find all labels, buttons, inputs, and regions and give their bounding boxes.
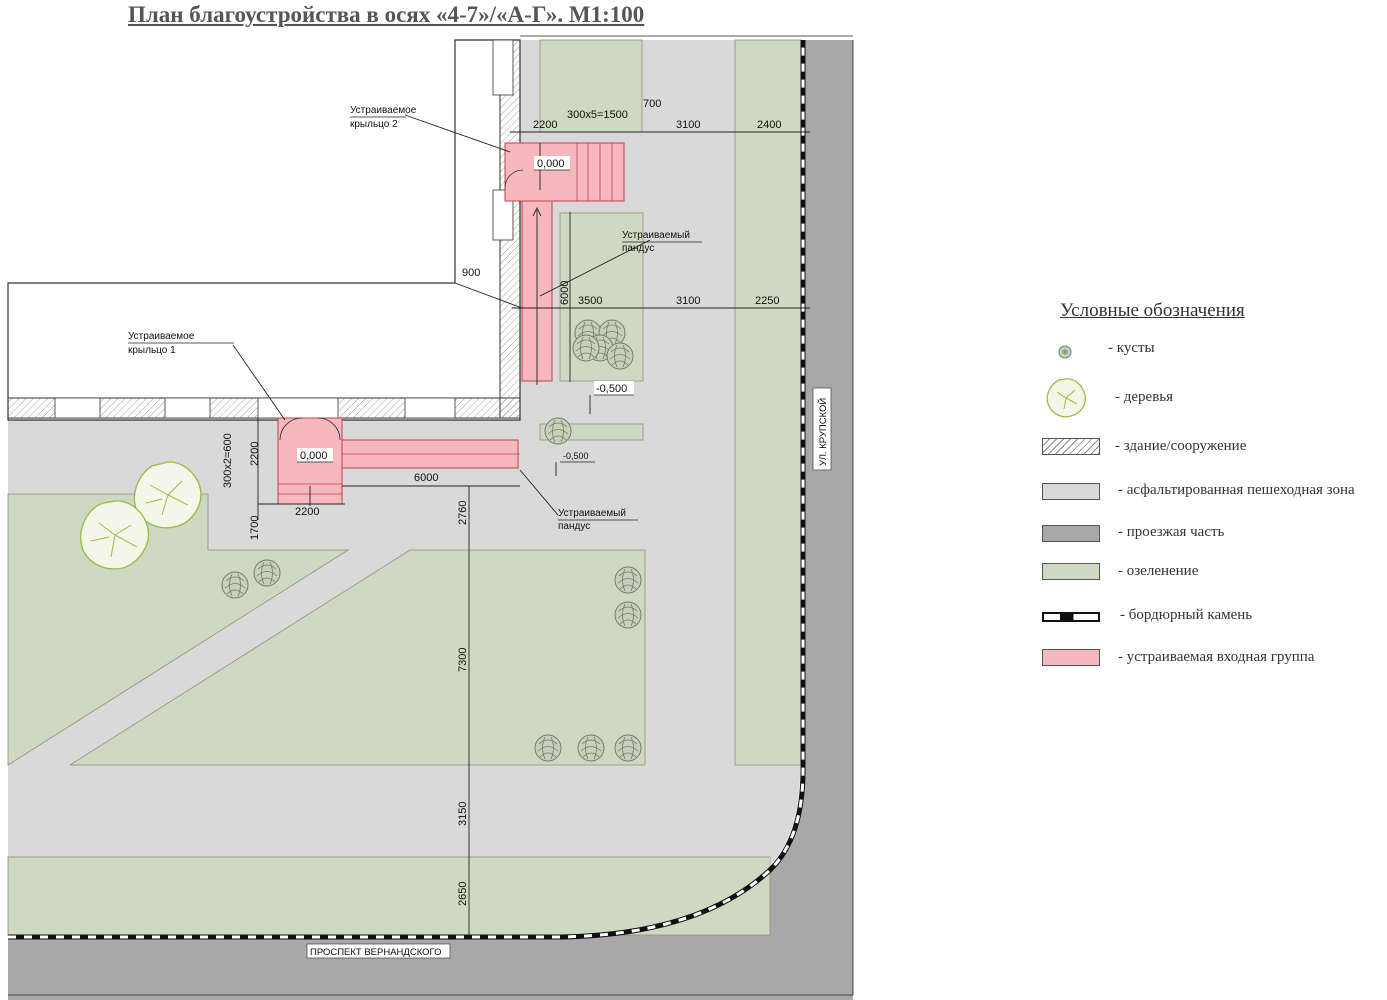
- legend-tree-icon: [1046, 378, 1086, 418]
- shrub: [572, 334, 600, 362]
- legend-road-swatch: [1042, 525, 1100, 542]
- tree-2: [80, 500, 150, 570]
- road-right: [560, 40, 853, 930]
- svg-text:0,000: 0,000: [300, 450, 328, 462]
- level-mark-porch1: 0,000: [297, 448, 333, 463]
- dim-2650: 2650: [457, 882, 469, 906]
- dim-1700: 1700: [249, 516, 261, 540]
- legend-green-swatch: [1042, 563, 1100, 580]
- dim-6000-vert: 6000: [559, 281, 571, 305]
- dim-2760: 2760: [457, 501, 469, 525]
- door-swing-2: [504, 169, 524, 189]
- green-center-triangle: [68, 549, 646, 766]
- dim-2250: 2250: [755, 295, 779, 307]
- dim-3100-top: 3100: [676, 119, 700, 131]
- legend-label-curb: - бордюрный камень: [1120, 607, 1253, 623]
- label-porch-2-line1: Устраиваемое: [350, 105, 417, 116]
- label-porch-2-line2: крыльцо 2: [350, 119, 398, 130]
- porch-2-steps: [576, 143, 613, 201]
- frame-lines: [8, 35, 854, 996]
- shrub: [544, 417, 572, 445]
- dim-3150: 3150: [457, 802, 469, 826]
- label-porch-1-line2: крыльцо 1: [128, 345, 176, 356]
- windows: [54, 39, 514, 419]
- legend-entrance-swatch: [1042, 649, 1100, 666]
- building: [7, 39, 521, 421]
- dim-3100-mid: 3100: [676, 295, 700, 307]
- dim-7300: 7300: [457, 648, 469, 672]
- svg-text:-0,500: -0,500: [596, 383, 627, 395]
- level-mark-ramp1: -0,500: [560, 451, 595, 463]
- green-right-strip: [734, 39, 802, 766]
- legend-label-green: - озеленение: [1118, 563, 1199, 579]
- legend-label-building: - здание/сооружение: [1115, 438, 1247, 454]
- dim-3500: 3500: [578, 295, 602, 307]
- legend-building-swatch: [1042, 438, 1100, 455]
- dim-6000-ramp: 6000: [414, 472, 438, 484]
- road-bottom: [8, 930, 853, 1000]
- dim-900: 900: [462, 267, 480, 279]
- street-label-right: УЛ. КРУПСКОЙ: [812, 387, 832, 471]
- svg-text:0,000: 0,000: [537, 158, 565, 170]
- legend-asphalt-swatch: [1042, 483, 1100, 500]
- label-porch-1-line1: Устраиваемое: [128, 331, 195, 342]
- legend-title: Условные обозначения: [1060, 300, 1245, 321]
- green-bottom-corner: [560, 857, 770, 935]
- legend-symbols: [1046, 345, 1086, 418]
- dimension-lines: [232, 114, 810, 935]
- shrub: [606, 342, 634, 370]
- label-ramp-2-line1: Устраиваемый: [622, 230, 690, 241]
- dim-2200-vert: 2200: [249, 442, 261, 466]
- green-top: [539, 39, 643, 133]
- legend-label-road: - проезжая часть: [1118, 524, 1225, 540]
- label-ramp-1-line2: пандус: [558, 521, 590, 532]
- drawing-title: План благоустройства в осях «4-7»/«А-Г».…: [128, 2, 645, 27]
- shrub: [534, 734, 562, 762]
- shrub: [221, 571, 249, 599]
- shrub: [577, 734, 605, 762]
- shrub: [614, 734, 642, 762]
- svg-text:-0,500: -0,500: [563, 451, 589, 461]
- legend-label-shrub: - кусты: [1108, 340, 1155, 356]
- dim-300x2: 300х2=600: [222, 433, 234, 488]
- shrub: [614, 566, 642, 594]
- pedestrian-zone: [8, 40, 800, 935]
- level-mark-ramp2: -0,500: [594, 381, 634, 396]
- door-swing-1: [279, 417, 341, 441]
- legend-label-tree: - деревья: [1115, 389, 1174, 405]
- svg-text:УЛ. КРУПСКОЙ: УЛ. КРУПСКОЙ: [817, 398, 829, 466]
- svg-text:ПРОСПЕКТ ВЕРНАНДСКОГО: ПРОСПЕКТ ВЕРНАНДСКОГО: [310, 947, 442, 958]
- legend-label-entrance: - устраиваемая входная группа: [1118, 649, 1315, 665]
- legend-label-asphalt: - асфальтированная пешеходная зона: [1118, 482, 1355, 498]
- shrub: [253, 559, 281, 587]
- shrub: [614, 601, 642, 629]
- label-ramp-1-line1: Устраиваемый: [558, 508, 626, 519]
- label-ramp-2-line2: пандус: [622, 243, 654, 254]
- dim-300x5: 300х5=1500: [567, 109, 628, 121]
- dim-700: 700: [643, 98, 661, 110]
- street-label-bottom: ПРОСПЕКТ ВЕРНАНДСКОГО: [306, 943, 451, 959]
- tree-1: [133, 461, 202, 529]
- site-plan: 2200 300х5=1500 700 3100 2400 900 3500 3…: [7, 35, 854, 1000]
- dim-2200-porch: 2200: [295, 506, 319, 518]
- legend-shrub-icon: [1058, 345, 1072, 359]
- dim-2200-top: 2200: [533, 119, 557, 131]
- legend-curb-swatch: [1042, 612, 1100, 622]
- dim-2400: 2400: [757, 119, 781, 131]
- level-mark-porch2: 0,000: [534, 156, 570, 171]
- porch-2: [504, 142, 625, 202]
